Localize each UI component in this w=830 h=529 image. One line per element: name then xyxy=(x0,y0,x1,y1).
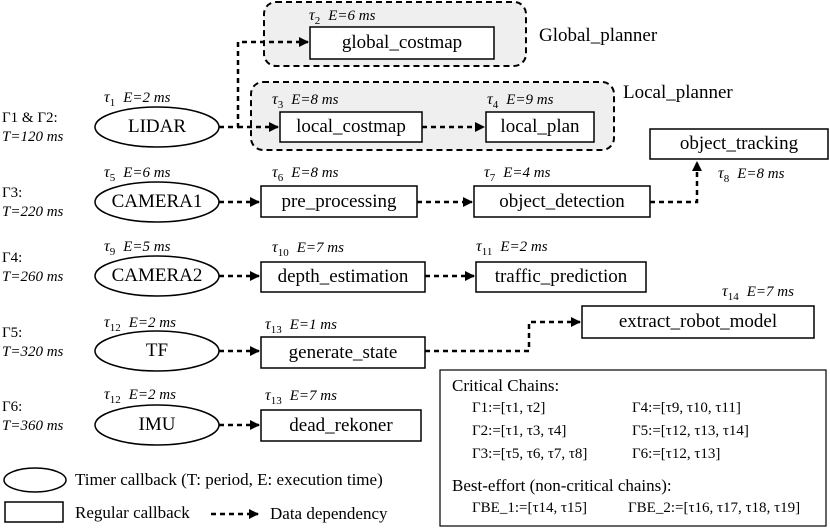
traffic-prediction-label: traffic_prediction xyxy=(494,266,628,287)
chain-entry: Γ5:=[τ12, τ13, τ14] xyxy=(632,423,749,439)
pre-processing-node xyxy=(260,185,418,218)
rate-period: T=260 ms xyxy=(2,269,64,285)
legend-timer-shape xyxy=(3,467,67,493)
rate-label-r1: Γ1 & Γ2: T=120 ms xyxy=(2,109,63,147)
camera2-label: CAMERA2 xyxy=(111,265,203,286)
tf-label: TF xyxy=(145,340,169,361)
generate-state-label: generate_state xyxy=(288,341,398,363)
edge-generate-state-extract-robot-model xyxy=(425,317,581,353)
rate-head: Γ1 & Γ2: xyxy=(2,110,58,126)
imu-label: IMU xyxy=(138,414,176,435)
depth-estimation-node xyxy=(260,261,426,293)
pre-processing-label: pre_processing xyxy=(281,190,397,212)
traffic-prediction-node xyxy=(475,261,647,293)
chain-entry: Γ2:=[τ1, τ3, τ4] xyxy=(472,423,567,439)
legend-regular-text: Regular callback xyxy=(75,503,190,522)
global-costmap-node xyxy=(309,26,495,60)
rate-period: T=220 ms xyxy=(2,204,64,220)
camera1-label: CAMERA1 xyxy=(111,191,203,212)
depth-estimation-label: depth_estimation xyxy=(277,266,409,287)
local-plan-label: local_plan xyxy=(500,116,580,137)
chain-entry: Γ6:=[τ12, τ13] xyxy=(632,446,721,462)
chains-box xyxy=(439,369,827,527)
chain-entry: ΓBE_2:=[τ16, τ17, τ18, τ19] xyxy=(628,500,801,516)
global-costmap-label: global_costmap xyxy=(341,32,463,53)
rate-period: T=360 ms xyxy=(2,418,64,434)
global-planner-title: Global_planner xyxy=(539,25,658,46)
chain-entry: Γ3:=[τ5, τ6, τ7, τ8] xyxy=(472,446,588,462)
edge-lidar-global-costmap xyxy=(219,37,309,129)
generate-state-node xyxy=(260,336,426,369)
local-plan-node xyxy=(485,111,595,143)
legend-dependency-text: Data dependency xyxy=(270,504,388,523)
extract-robot-model-node xyxy=(581,305,815,339)
rate-period: T=320 ms xyxy=(2,344,64,360)
rate-period: T=120 ms xyxy=(2,129,64,145)
local-costmap-node xyxy=(279,111,423,143)
legend-timer-text: Timer callback (T: period, E: execution … xyxy=(75,470,383,489)
legend-regular-shape xyxy=(4,501,64,523)
rate-label-r6: Γ6: T=360 ms xyxy=(2,398,63,436)
object-detection-node xyxy=(473,185,651,218)
rate-label-r5: Γ5: T=320 ms xyxy=(2,324,63,362)
chain-entry: Γ4:=[τ9, τ10, τ11] xyxy=(632,400,741,416)
local-planner-title: Local_planner xyxy=(623,82,733,103)
object-tracking-node xyxy=(649,128,829,160)
rate-head: Γ6: xyxy=(2,399,23,415)
object-tracking-label: object_tracking xyxy=(679,133,799,154)
rate-label-r4: Γ4: T=260 ms xyxy=(2,249,63,287)
object-detection-label: object_detection xyxy=(499,190,625,212)
chain-entry: Γ1:=[τ1, τ2] xyxy=(472,400,546,416)
local-costmap-label: local_costmap xyxy=(296,116,406,137)
critical-chains-title: Critical Chains: xyxy=(452,376,560,395)
dead-rekoner-node xyxy=(260,409,422,442)
rate-head: Γ4: xyxy=(2,250,23,266)
chain-entry: ΓBE_1:=[τ14, τ15] xyxy=(472,500,588,516)
best-effort-title: Best-effort (non-critical chains): xyxy=(452,476,672,495)
dead-rekoner-label: dead_rekoner xyxy=(289,414,393,436)
rate-head: Γ5: xyxy=(2,325,23,341)
rate-label-r3: Γ3: T=220 ms xyxy=(2,184,63,222)
rate-head: Γ3: xyxy=(2,185,23,201)
extract-robot-model-label: extract_robot_model xyxy=(618,311,778,332)
lidar-label: LIDAR xyxy=(127,116,187,137)
edge-object-detection-object-tracking xyxy=(650,161,702,204)
